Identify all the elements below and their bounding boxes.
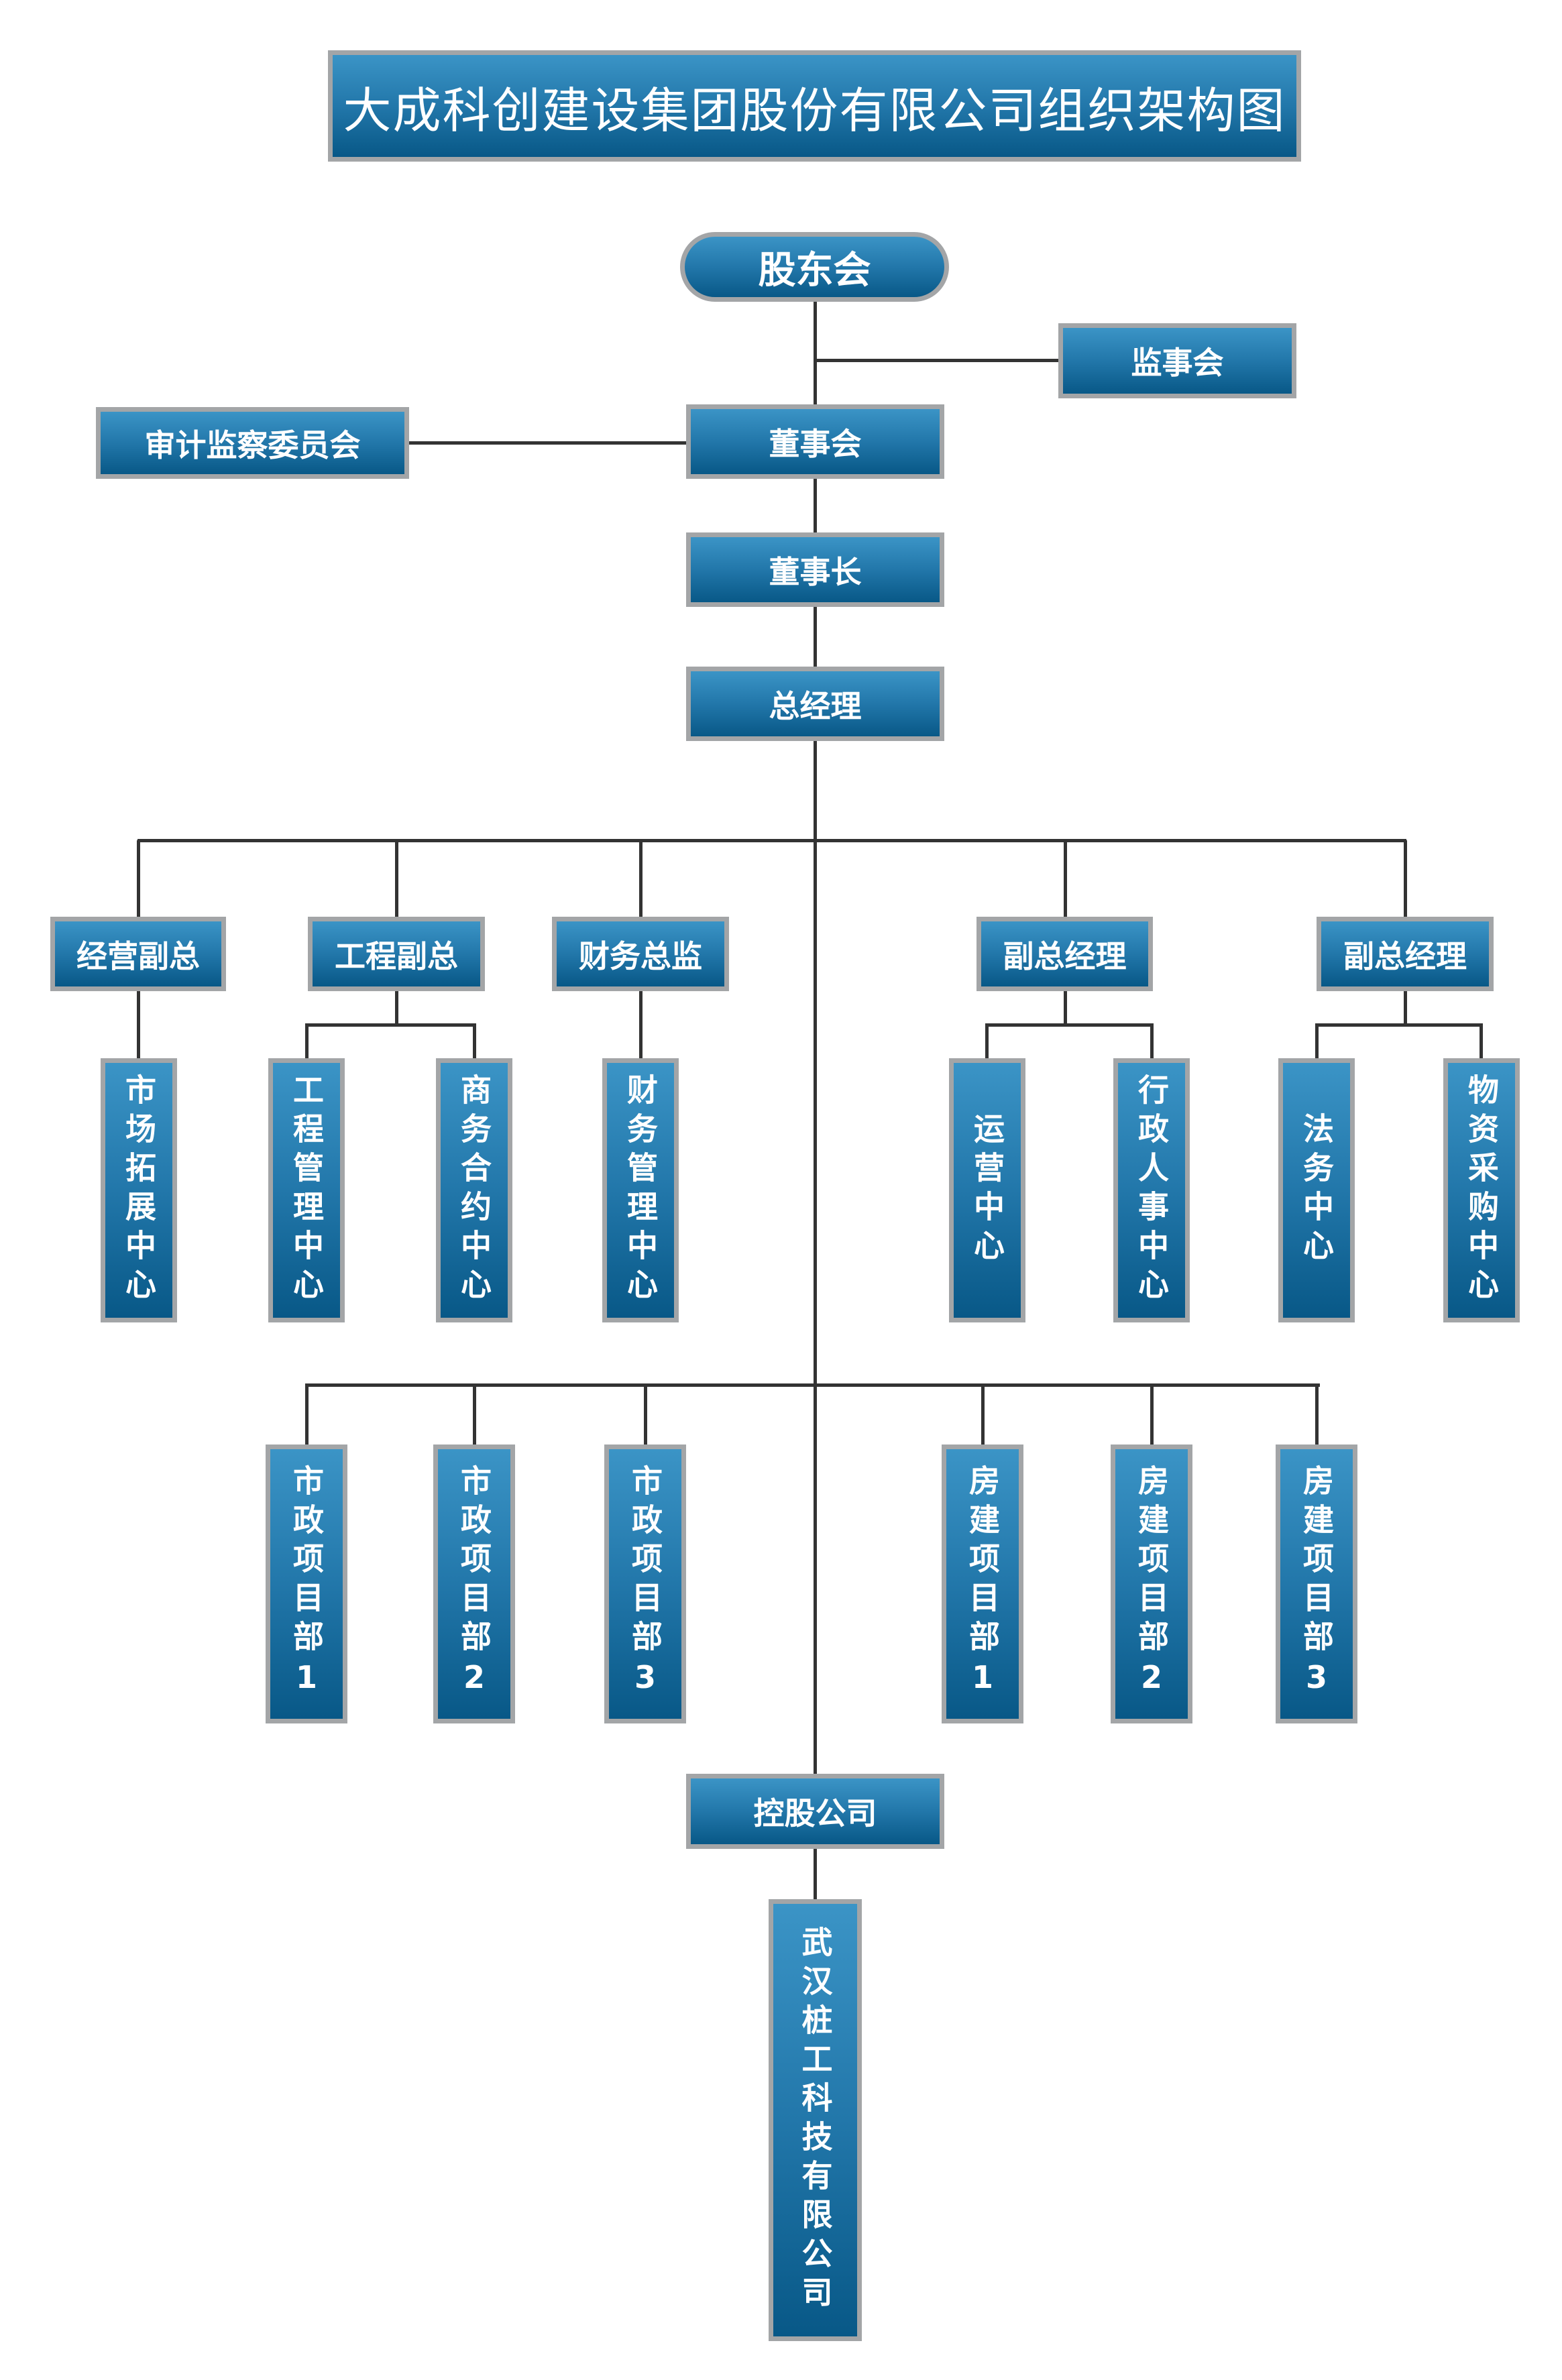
node-engineering-center: 工程管理中心 bbox=[268, 1058, 345, 1322]
node-housing-project-2: 房建项目部2 bbox=[1111, 1444, 1192, 1723]
connector-municipal-3 bbox=[644, 1383, 647, 1444]
node-housing-project-3: 房建项目部3 bbox=[1276, 1444, 1357, 1723]
connector-supervisors bbox=[815, 359, 1060, 362]
node-subsidiary: 武汉桩工科技有限公司 bbox=[769, 1899, 862, 2341]
connector-housing-1 bbox=[981, 1383, 985, 1444]
node-audit-committee: 审计监察委员会 bbox=[96, 407, 409, 479]
connector-level3-bar bbox=[137, 839, 1406, 842]
connector-market bbox=[137, 991, 140, 1058]
connector-finance bbox=[639, 991, 643, 1058]
connector-eng-bar bbox=[305, 1023, 476, 1027]
connector-dgm1-left bbox=[985, 1023, 989, 1058]
chart-title: 大成科创建设集团股份有限公司组织架构图 bbox=[328, 50, 1301, 162]
connector-municipal-1 bbox=[305, 1383, 309, 1444]
connector-dgm1-bar bbox=[985, 1023, 1153, 1027]
connector-dgm2-right bbox=[1480, 1023, 1483, 1058]
connector-cfo bbox=[639, 840, 643, 917]
connector-housing-3 bbox=[1315, 1383, 1319, 1444]
node-deputy-gm-2: 副总经理 bbox=[1317, 917, 1494, 991]
node-municipal-project-3: 市政项目部3 bbox=[604, 1444, 686, 1723]
connector-vp-business bbox=[137, 840, 140, 917]
node-deputy-gm-1: 副总经理 bbox=[977, 917, 1153, 991]
connector-housing-2 bbox=[1150, 1383, 1154, 1444]
node-cfo: 财务总监 bbox=[552, 917, 729, 991]
node-contract-center: 商务合约中心 bbox=[436, 1058, 512, 1322]
node-market-center: 市场拓展中心 bbox=[101, 1058, 177, 1322]
node-vp-engineering: 工程副总 bbox=[308, 917, 485, 991]
connector-eng-right bbox=[473, 1023, 476, 1058]
connector-dgm2-bar bbox=[1315, 1023, 1482, 1027]
node-operations-center: 运营中心 bbox=[949, 1058, 1025, 1322]
connector-vp-engineering bbox=[395, 840, 398, 917]
node-board: 董事会 bbox=[686, 404, 944, 479]
node-finance-center: 财务管理中心 bbox=[602, 1058, 679, 1322]
node-general-manager: 总经理 bbox=[686, 667, 944, 741]
connector-dgm1-stem bbox=[1064, 991, 1067, 1025]
connector-dgm1-right bbox=[1150, 1023, 1154, 1058]
connector-main-trunk bbox=[814, 302, 817, 1774]
node-vp-business: 经营副总 bbox=[50, 917, 226, 991]
connector-dgm2-left bbox=[1315, 1023, 1319, 1058]
connector-deputy-gm-1 bbox=[1064, 840, 1067, 917]
connector-dgm2-stem bbox=[1404, 991, 1407, 1025]
connector-deputy-gm-2 bbox=[1404, 840, 1407, 917]
connector-projects-bar bbox=[305, 1383, 1320, 1387]
connector-subsidiary bbox=[814, 1849, 817, 1899]
node-chairman: 董事长 bbox=[686, 532, 944, 607]
connector-municipal-2 bbox=[473, 1383, 476, 1444]
node-admin-hr-center: 行政人事中心 bbox=[1113, 1058, 1190, 1322]
node-shareholders: 股东会 bbox=[680, 232, 949, 302]
node-legal-center: 法务中心 bbox=[1278, 1058, 1355, 1322]
connector-eng-stem bbox=[395, 991, 398, 1025]
node-holding-company: 控股公司 bbox=[686, 1774, 944, 1849]
node-municipal-project-1: 市政项目部1 bbox=[266, 1444, 347, 1723]
node-supervisors: 监事会 bbox=[1058, 323, 1296, 398]
node-housing-project-1: 房建项目部1 bbox=[942, 1444, 1023, 1723]
node-municipal-project-2: 市政项目部2 bbox=[433, 1444, 515, 1723]
node-procurement-center: 物资采购中心 bbox=[1443, 1058, 1520, 1322]
connector-eng-left bbox=[305, 1023, 309, 1058]
connector-audit bbox=[408, 441, 687, 445]
